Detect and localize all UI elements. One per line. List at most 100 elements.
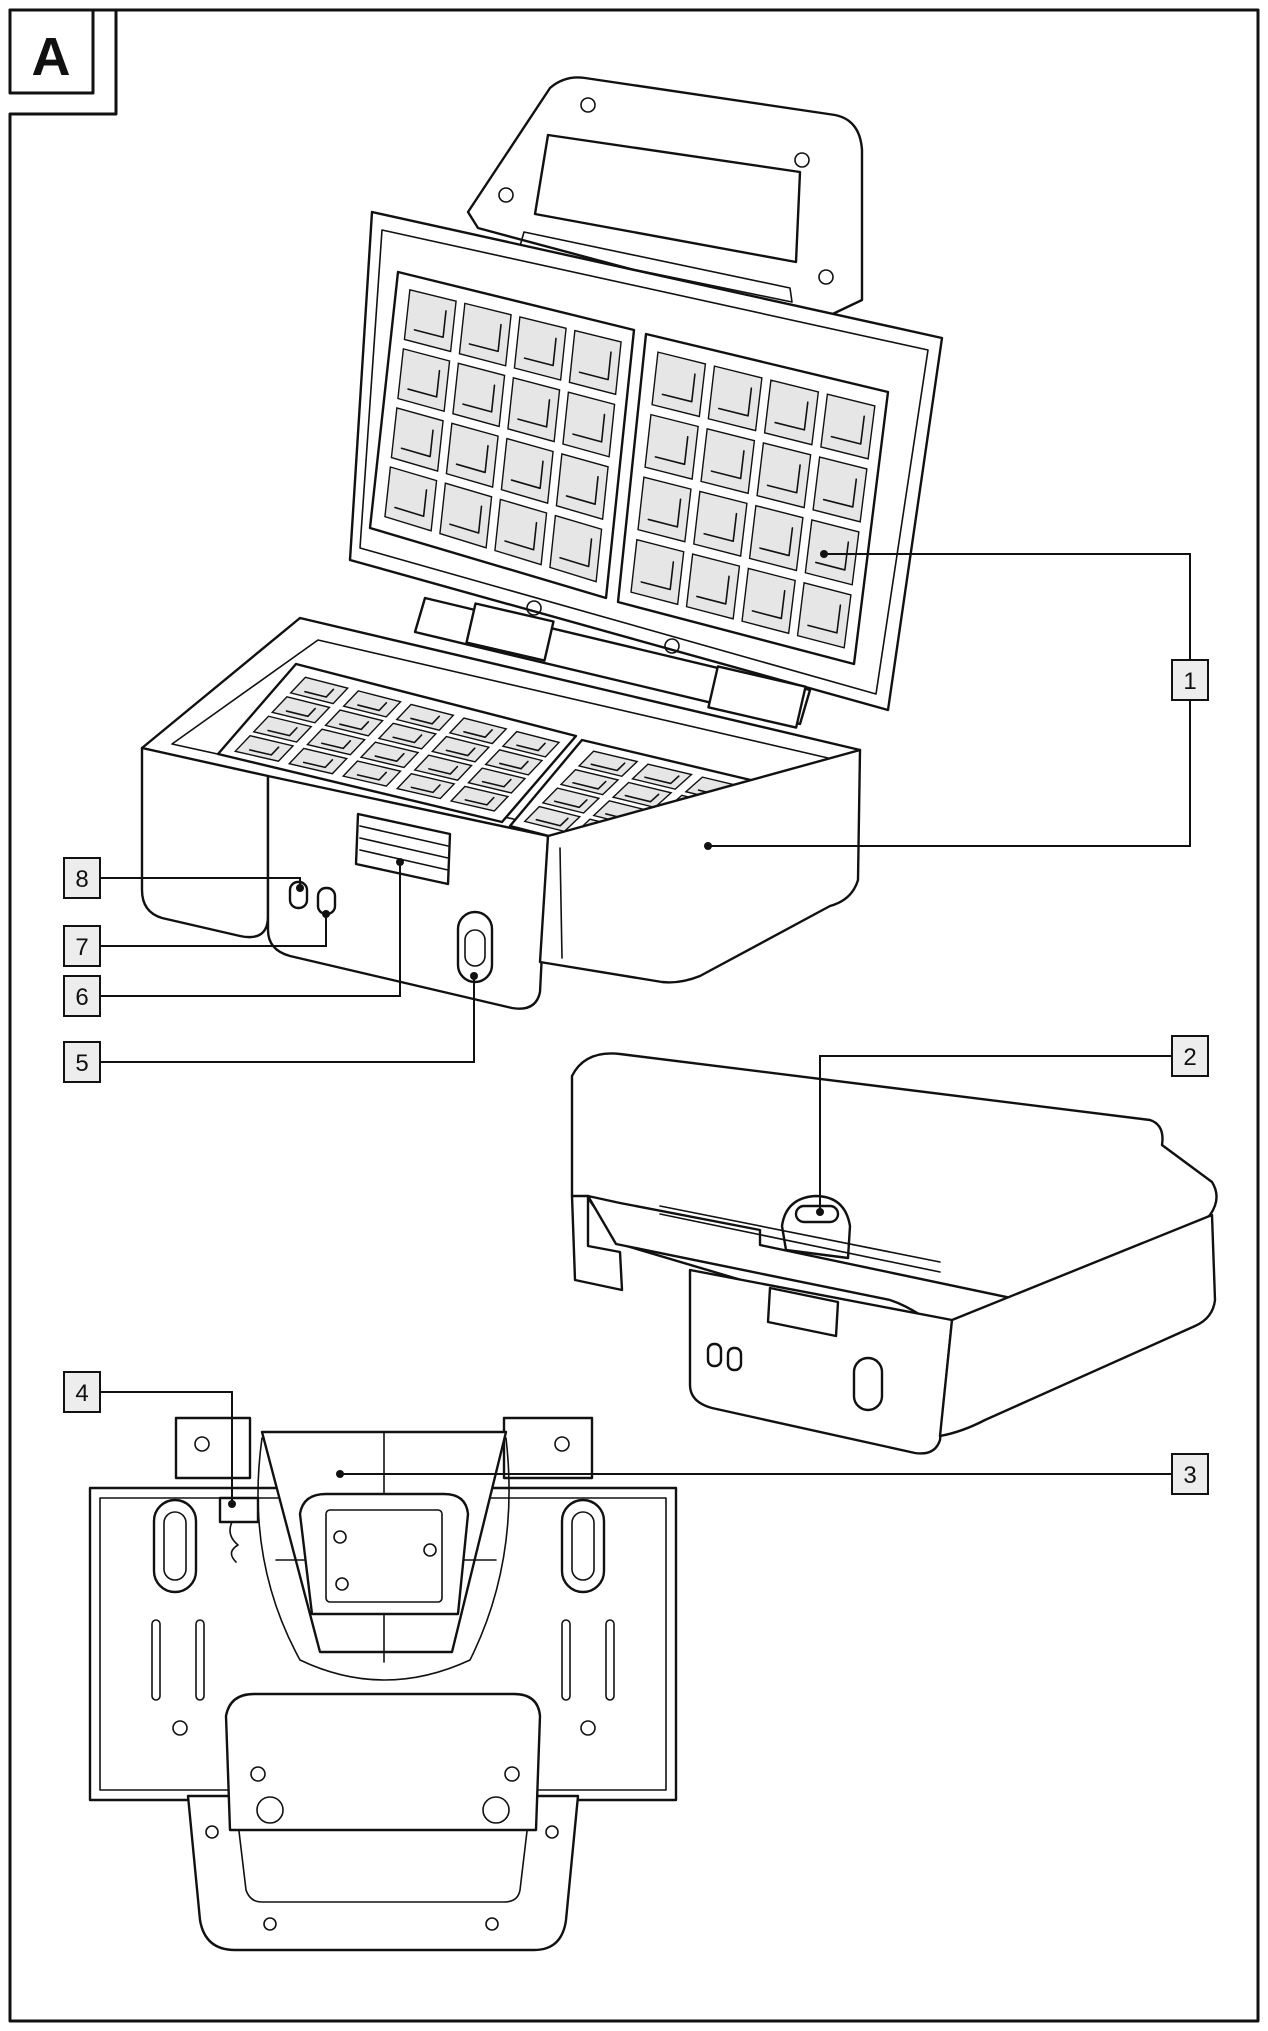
waffle-cell-bevel [250, 747, 279, 755]
waffle-cell [652, 352, 705, 416]
callout-2: 2 [1183, 1044, 1196, 1071]
underside-cover-screw [505, 1767, 519, 1781]
handle-screw [499, 188, 513, 202]
waffle-cell [633, 764, 692, 789]
waffle-cell-bevel [662, 374, 694, 402]
closed-base-right [940, 1215, 1215, 1436]
handle-clip-front [356, 814, 450, 884]
underside-power-cord [230, 1522, 238, 1562]
waffle-cell-bevel [395, 490, 426, 516]
waffle-cell-bevel [322, 741, 351, 749]
waffle-cell [805, 520, 859, 585]
underside-oval-vent-inner [164, 1512, 186, 1580]
underside-back-flange-right [504, 1418, 592, 1478]
leader-dot-7 [322, 910, 330, 918]
waffle-cell-bevel [411, 716, 439, 723]
figure-label: A [32, 27, 71, 87]
leader-line-1-lower [708, 700, 1190, 846]
leader-line-4 [100, 1392, 232, 1504]
waffle-cell [254, 716, 312, 742]
waffle-cell [468, 768, 525, 793]
underside-foot-screw [546, 1826, 558, 1838]
base-right-side-edge [560, 848, 562, 958]
waffle-cell-bevel [483, 780, 511, 787]
waffle-cell [415, 755, 472, 780]
underside-lower-cover [226, 1694, 540, 1830]
underside-slot [152, 1620, 160, 1700]
underside-cover-foot [257, 1797, 283, 1823]
waffle-cell-bevel [340, 722, 369, 730]
waffle-cell-bevel [429, 767, 457, 774]
lid-handle-opening [535, 135, 800, 262]
upper-plate-right [618, 334, 888, 664]
waffle-cell [708, 366, 762, 430]
underside-oval-vent [562, 1500, 604, 1592]
callout-box-5 [64, 1042, 100, 1082]
waffle-cell-bevel [591, 763, 624, 770]
hinge-screw [527, 601, 541, 615]
waffle-cell [326, 710, 383, 736]
waffle-cell-bevel [567, 477, 598, 504]
waffle-cell [235, 736, 293, 762]
waffle-cell [694, 491, 747, 556]
waffle-cell-bevel [512, 461, 543, 488]
closed-temperature-control [854, 1358, 882, 1410]
waffle-cell [450, 718, 506, 744]
waffle-cell [561, 770, 618, 795]
waffle-cell-bevel [536, 818, 568, 825]
leader-dot-1 [704, 842, 712, 850]
lid-shell-inner [360, 230, 928, 694]
waffle-cell-bevel [768, 465, 801, 493]
waffle-cell [289, 748, 347, 773]
waffle-cell-bevel [375, 754, 404, 761]
waffle-cell-bevel [625, 794, 658, 801]
underside-rating-plate [300, 1494, 468, 1614]
underside-cord-clip [220, 1498, 258, 1522]
leader-dot-2 [816, 1208, 824, 1216]
waffle-cell-bevel [573, 414, 604, 441]
callout-1: 1 [1183, 668, 1196, 695]
waffle-cell-bevel [304, 760, 333, 768]
waffle-cell-bevel [752, 591, 784, 619]
leader-line-5 [100, 976, 474, 1062]
waffle-cell [344, 691, 401, 717]
waffle-cell-bevel [808, 605, 840, 633]
underside-plate-screw [334, 1531, 346, 1543]
waffle-cell [486, 750, 542, 775]
callout-box-1 [1172, 660, 1208, 700]
callout-6: 6 [75, 984, 88, 1011]
underside-plate-screw [424, 1544, 436, 1556]
waffle-cell-bevel [719, 388, 752, 416]
waffle-cell-bevel [450, 506, 481, 533]
waffle-cell [432, 737, 489, 762]
leader-dot-5 [470, 972, 478, 980]
waffle-cell [543, 788, 599, 813]
waffle-cell [272, 697, 329, 723]
leader-dot-1 [820, 550, 828, 558]
leader-line-7 [100, 914, 326, 946]
waffle-cell [569, 331, 621, 395]
closed-base-front [690, 1270, 952, 1453]
handle-screw [819, 270, 833, 284]
handle-latch [520, 232, 792, 302]
underside-back-flange-left [176, 1418, 250, 1478]
waffle-cell-bevel [358, 703, 386, 711]
base-right-side [540, 750, 860, 982]
waffle-cell-bevel [518, 400, 549, 427]
waffle-cell-bevel [580, 352, 611, 379]
callout-3: 3 [1183, 1462, 1196, 1489]
underside-oval-vent-inner [572, 1512, 594, 1580]
hinge-block-right [708, 666, 805, 727]
waffle-cell-bevel [446, 748, 474, 755]
waffle-cell [701, 429, 754, 494]
waffle-cell-bevel [470, 325, 501, 352]
waffle-cell [757, 443, 811, 508]
waffle-cell-bevel [457, 446, 488, 473]
callout-box-7 [64, 926, 100, 966]
waffle-cell-bevel [402, 430, 433, 456]
waffle-cell-bevel [831, 416, 864, 444]
underside-screw [195, 1437, 209, 1451]
waffle-cell-bevel [648, 499, 680, 527]
waffle-cell-bevel [704, 514, 736, 542]
closed-waffle-maker-view [572, 1053, 1217, 1453]
